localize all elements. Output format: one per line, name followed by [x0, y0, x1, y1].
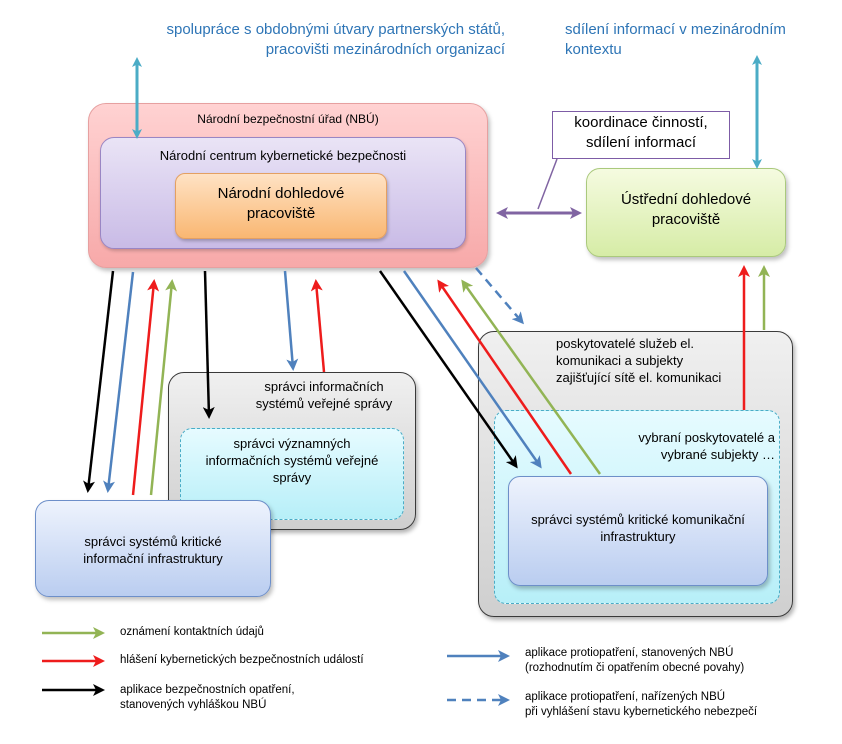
arrow-nbu-kki-blue: [402, 270, 542, 469]
label-line: oznámení kontaktních údajů: [120, 626, 264, 638]
arrow-nbu-providers-dashed: [475, 267, 524, 325]
ndp-box: [175, 173, 387, 239]
label-line: správci systémů kritické: [84, 534, 222, 549]
label-line: vybraní poskytovatelé a: [638, 430, 775, 445]
label-line: pracoviště: [651, 210, 721, 228]
label-line: správci významných: [233, 436, 351, 451]
arrow-nbu-kki-black: [378, 270, 518, 469]
isvs-title: správci informačních systémů veřejné spr…: [240, 379, 408, 413]
label-line: sdílení informací v mezinárodním: [565, 21, 786, 38]
udp-title: Ústřední dohledové pracoviště: [586, 190, 786, 229]
coordination-text: koordinace činností, sdílení informací: [552, 113, 730, 152]
label-line: kontextu: [565, 40, 622, 58]
label-line: správci informačních: [264, 379, 384, 394]
international-cooperation-label: spolupráce s obdobnými útvary partnerský…: [60, 20, 505, 59]
label-line: komunikaci a subjekty: [556, 352, 684, 368]
label-line: systémů veřejné správy: [255, 395, 393, 411]
significant-isvs-title: správci významných informačních systémů …: [180, 436, 404, 487]
callout-pointer: [537, 158, 558, 210]
kii-box: [35, 500, 271, 597]
legend-item-security-measures: aplikace bezpečnostních opatření, stanov…: [120, 683, 440, 713]
ndp-title: Národní dohledové pracoviště: [175, 184, 387, 223]
label-line: Národní dohledové: [217, 185, 345, 202]
kki-title: správci systémů kritické komunikační inf…: [508, 512, 768, 546]
label-line: poskytovatelé služeb el.: [556, 336, 695, 351]
legend-item-contacts: oznámení kontaktních údajů: [120, 625, 440, 640]
label-line: pracovišti mezinárodních organizací: [265, 40, 505, 58]
providers-title: poskytovatelé služeb el. komunikaci a su…: [556, 336, 786, 387]
label-line: infrastruktury: [600, 528, 676, 544]
nckb-title: Národní centrum kybernetické bezpečnosti: [159, 148, 407, 163]
label-line: aplikace protiopatření, nařízených NBÚ: [525, 691, 726, 703]
udp-box: [586, 168, 786, 257]
label-line: sdílení informací: [585, 133, 697, 151]
label-line: správci systémů kritické komunikační: [531, 512, 745, 527]
arrow-kii-nbu-green: [149, 279, 178, 496]
label-line: informační infrastruktury: [83, 550, 223, 566]
label-line: Ústřední dohledové: [620, 191, 752, 208]
label-line: (rozhodnutím či opatřením obecné povahy): [525, 661, 745, 674]
label-line: hlášení kybernetických bezpečnostních ud…: [120, 654, 364, 666]
legend-item-countermeasures: aplikace protiopatření, stanovených NBÚ …: [525, 646, 837, 676]
label-line: pracoviště: [246, 204, 316, 222]
label-line: aplikace protiopatření, stanovených NBÚ: [525, 647, 734, 659]
label-line: informačních systémů veřejné: [205, 452, 379, 468]
kki-box: [508, 476, 768, 586]
selected-providers-title: vybraní poskytovatelé a vybrané subjekty…: [560, 430, 775, 464]
legend-item-emergency-countermeasures: aplikace protiopatření, nařízených NBÚ p…: [525, 690, 837, 720]
label-line: vybrané subjekty …: [660, 446, 775, 462]
nbu-title: Národní bezpečnostní úřad (NBÚ): [197, 112, 379, 126]
label-line: při vyhlášení stavu kybernetického nebez…: [525, 705, 758, 718]
arrow-nbu-kii-blue: [103, 271, 135, 493]
label-line: zajišťující sítě el. komunikaci: [556, 369, 722, 385]
label-line: koordinace činností,: [574, 114, 708, 131]
label-line: stanovených vyhláškou NBÚ: [120, 698, 267, 711]
arrow-isvs-nbu-red: [310, 279, 326, 373]
arrow-kki-nbu-red: [437, 279, 573, 475]
kii-title: správci systémů kritické informační infr…: [35, 534, 271, 568]
arrow-nbu-isvs-black: [202, 270, 215, 419]
arrow-nbu-isvs-blue: [283, 270, 299, 371]
arrow-providers-nbu-green: [461, 279, 602, 475]
international-sharing-label: sdílení informací v mezinárodním kontext…: [565, 20, 835, 59]
legend-item-incidents: hlášení kybernetických bezpečnostních ud…: [120, 653, 440, 668]
coordination-callout: [552, 111, 730, 159]
arrow-kii-nbu-red: [131, 279, 160, 496]
label-line: spolupráce s obdobnými útvary partnerský…: [166, 21, 505, 38]
label-line: správy: [272, 469, 312, 485]
arrow-nbu-kii-black: [83, 270, 115, 493]
label-line: aplikace bezpečnostních opatření,: [120, 684, 295, 696]
